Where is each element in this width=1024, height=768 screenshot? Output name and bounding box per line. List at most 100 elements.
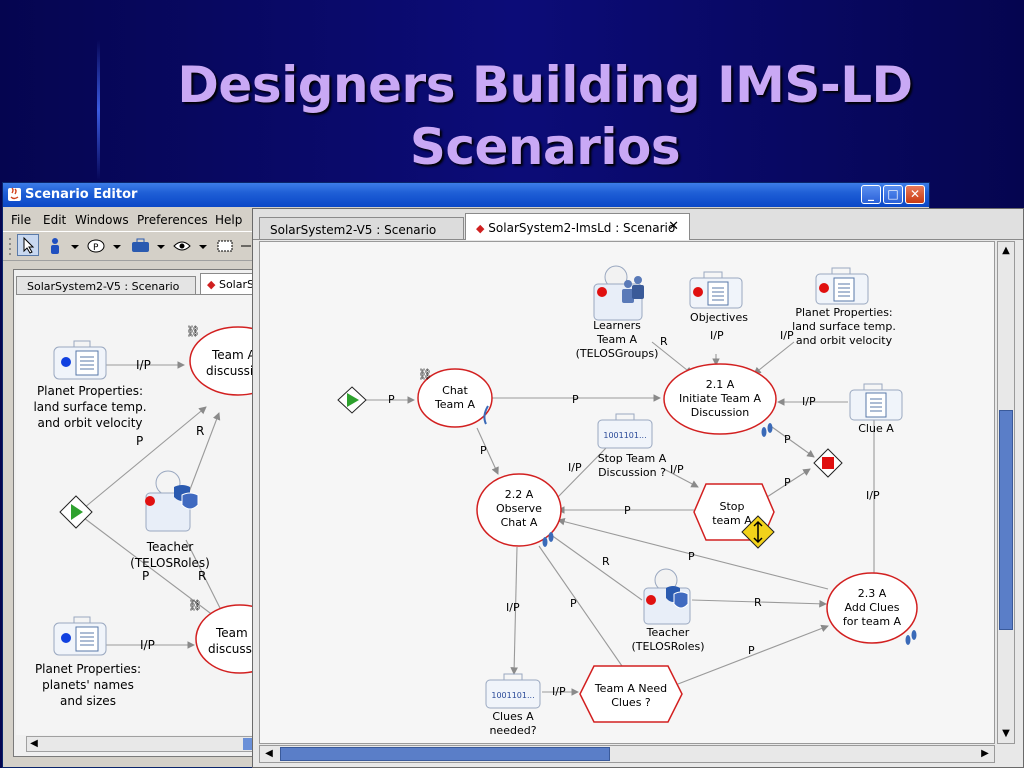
- window-title: Scenario Editor: [25, 187, 138, 202]
- window-titlebar[interactable]: Scenario Editor _ □ ✕: [3, 183, 929, 207]
- tab-solarsystem-v5[interactable]: SolarSystem2-V5 : Scenario: [259, 217, 464, 239]
- footprints-icon: [905, 630, 917, 645]
- menu-windows[interactable]: Windows: [75, 213, 129, 227]
- maximize-button[interactable]: □: [883, 185, 903, 204]
- planet-line3: and orbit velocity: [796, 334, 893, 347]
- edge-label-p-addclues-observe: P: [688, 550, 695, 563]
- left-edge-ip2: I/P: [140, 638, 155, 652]
- horizontal-scroll-thumb[interactable]: [280, 747, 610, 761]
- edge-label-p-start: P: [388, 393, 395, 406]
- edge-label-ip-stop-question: I/P: [568, 461, 582, 474]
- close-button[interactable]: ✕: [905, 185, 925, 204]
- slide-title: Designers Building IMS-LD Scenarios: [130, 54, 960, 178]
- menu-help[interactable]: Help: [215, 213, 243, 227]
- left-edge-p1: P: [136, 434, 143, 448]
- left-scenario-canvas[interactable]: Planet Properties: land surface temp. an…: [16, 294, 272, 735]
- activity-chat-team-a[interactable]: Chat Team A: [417, 368, 493, 428]
- activity-observe-chat-a[interactable]: 2.2 A Observe Chat A: [476, 473, 562, 547]
- need-clues-decision[interactable]: Team A Need Clues ?: [579, 665, 683, 723]
- svg-text:Chat: Chat: [442, 384, 468, 397]
- edge-label-p-chat-initiate: P: [572, 393, 579, 406]
- clue-a-resource[interactable]: [849, 383, 903, 421]
- clue-a-label: Clue A: [858, 422, 894, 435]
- minimize-button[interactable]: _: [861, 185, 881, 204]
- stop-question-line2: Discussion ?: [598, 466, 666, 479]
- clues-needed-line1: Clues A: [492, 710, 534, 723]
- menu-preferences[interactable]: Preferences: [137, 213, 208, 227]
- footprints-icon: [542, 532, 554, 547]
- activity-tool-icon[interactable]: P: [87, 237, 123, 255]
- view-tool-icon[interactable]: [173, 237, 209, 255]
- left-tab-solarsystem-v5[interactable]: SolarSystem2-V5 : Scenario: [16, 276, 196, 294]
- close-tab-icon[interactable]: ✕: [668, 219, 679, 234]
- slide-title-line2: Scenarios: [409, 118, 681, 176]
- edge-label-ip-observe-clues: I/P: [506, 601, 520, 614]
- svg-text:Observe: Observe: [496, 502, 542, 515]
- left-horizontal-scrollbar[interactable]: ◀: [26, 736, 270, 752]
- role-dot-icon: [145, 496, 155, 506]
- svg-text:P: P: [93, 243, 99, 253]
- teacher-role[interactable]: [643, 568, 691, 625]
- slide-title-line1: Designers Building IMS-LD: [177, 56, 913, 114]
- learners-team-a-group[interactable]: [593, 265, 644, 321]
- learners-line1: Learners: [593, 319, 641, 332]
- stop-question-data[interactable]: 1001101...: [597, 413, 653, 449]
- document-icon: [865, 392, 887, 418]
- tab-solarsystem-imsld[interactable]: ◆ SolarSystem2-ImsLd : Scenario ✕: [465, 213, 690, 240]
- warning-sign-icon: [741, 515, 775, 549]
- scroll-right-arrow-icon[interactable]: ▶: [981, 748, 989, 759]
- scroll-left-arrow-icon[interactable]: ◀: [30, 738, 38, 749]
- svg-text:2.2 A: 2.2 A: [505, 488, 534, 501]
- activity-add-clues-team-a[interactable]: 2.3 A Add Clues for team A: [826, 572, 918, 644]
- vertical-scrollbar[interactable]: ▲ ▼: [997, 241, 1015, 744]
- left-teacher-line2: (TELOSRoles): [130, 556, 210, 570]
- edge-label-r-teacher: R: [602, 555, 610, 568]
- scroll-up-arrow-icon[interactable]: ▲: [1002, 245, 1010, 256]
- vertical-scroll-thumb[interactable]: [999, 410, 1013, 630]
- left-teacher-role[interactable]: [145, 470, 199, 532]
- horizontal-scrollbar[interactable]: ◀ ▶: [259, 745, 995, 763]
- menu-file[interactable]: File: [11, 213, 32, 227]
- toolbar-grip-icon: [9, 238, 11, 255]
- learners-line2: Team A: [596, 333, 638, 346]
- start-node[interactable]: [337, 386, 367, 414]
- role-tool-icon[interactable]: [49, 237, 81, 255]
- svg-text:discussio: discussio: [206, 364, 261, 378]
- objectives-label: Objectives: [690, 311, 748, 324]
- frame-tool-icon[interactable]: [217, 237, 253, 255]
- left-resource-planet-props-1[interactable]: [53, 340, 107, 380]
- edge-label-p-stop-node: P: [784, 433, 791, 446]
- left-document-pane: SolarSystem2-V5 : Scenario ◆ SolarS: [13, 269, 273, 757]
- menu-edit[interactable]: Edit: [43, 213, 67, 227]
- activity-initiate-team-a[interactable]: 2.1 A Initiate Team A Discussion: [663, 363, 777, 435]
- resource-dot-icon: [61, 357, 71, 367]
- planet-properties-resource[interactable]: [815, 267, 869, 305]
- group-people-icon: [622, 276, 644, 303]
- scenario-canvas[interactable]: P P R I/P I/P I/P P P I/P I/P P P I/P P …: [259, 241, 995, 744]
- svg-text:Stop: Stop: [719, 500, 744, 513]
- scroll-left-arrow-icon[interactable]: ◀: [265, 748, 273, 759]
- edge-label-ip-clues-need: I/P: [552, 685, 566, 698]
- teacher-line2: (TELOSRoles): [631, 640, 704, 653]
- resource-tool-icon[interactable]: [131, 237, 167, 255]
- objectives-resource[interactable]: [689, 271, 743, 309]
- scroll-down-arrow-icon[interactable]: ▼: [1002, 728, 1010, 739]
- left-start-node[interactable]: [59, 495, 93, 529]
- edge-label-p-stop-observe: P: [624, 504, 631, 517]
- stop-end-node[interactable]: [813, 448, 843, 478]
- left-link-icon: ⛓: [186, 325, 200, 338]
- clues-needed-data[interactable]: 1001101...: [485, 673, 541, 709]
- left-resource1-line1: Planet Properties:: [37, 384, 143, 398]
- edge-label-p-observe-need: P: [570, 597, 577, 610]
- left-activity-team-a[interactable]: Team A discussio: [189, 326, 272, 396]
- planet-line2: land surface temp.: [792, 320, 896, 333]
- left-edge-r1: R: [196, 424, 204, 438]
- edge-label-ip-stop-team: I/P: [670, 463, 684, 476]
- tab-label: SolarSystem2-ImsLd : Scenario: [488, 221, 676, 235]
- footprints-icon: [761, 423, 773, 437]
- footprints-icon: [483, 405, 489, 425]
- learners-line3: (TELOSGroups): [576, 347, 659, 360]
- left-resource-planet-props-2[interactable]: [53, 616, 107, 656]
- select-pointer-tool-icon[interactable]: [17, 234, 39, 256]
- edge-label-p-need-addclues: P: [748, 644, 755, 657]
